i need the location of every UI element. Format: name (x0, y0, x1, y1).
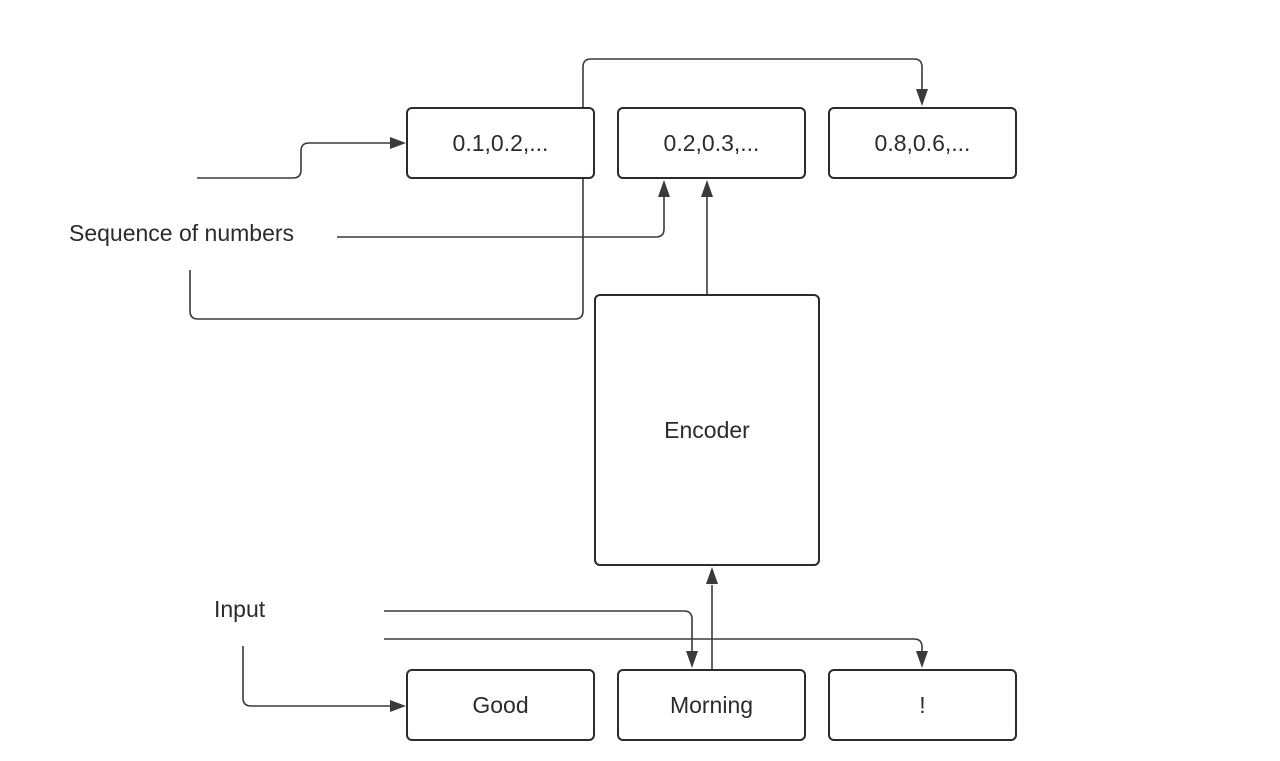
sequence-of-numbers-label: Sequence of numbers (69, 220, 295, 246)
connector-seq-to-vector-3 (189, 58, 923, 320)
arrowhead (658, 180, 670, 197)
arrowhead (706, 567, 718, 584)
arrowhead (686, 651, 698, 668)
connector-input-to-token-3 (384, 638, 923, 652)
arrowhead (390, 700, 406, 712)
connector-input-to-token-2 (384, 610, 693, 652)
input-label: Input (214, 596, 266, 622)
arrowhead (916, 651, 928, 668)
vector-box-2: 0.2,0.3,... (617, 107, 806, 179)
vector-box-3: 0.8,0.6,... (828, 107, 1017, 179)
connector-input-to-token-1 (242, 646, 390, 707)
connector-seq-to-vector-2 (337, 196, 665, 238)
arrowhead (701, 180, 713, 197)
token-box-1: Good (406, 669, 595, 741)
arrowhead (390, 137, 406, 149)
encoder-box: Encoder (594, 294, 820, 566)
vector-box-1: 0.1,0.2,... (406, 107, 595, 179)
token-box-3: ! (828, 669, 1017, 741)
arrowhead (916, 89, 928, 106)
connector-seq-to-vector-1 (197, 142, 392, 179)
token-box-2: Morning (617, 669, 806, 741)
